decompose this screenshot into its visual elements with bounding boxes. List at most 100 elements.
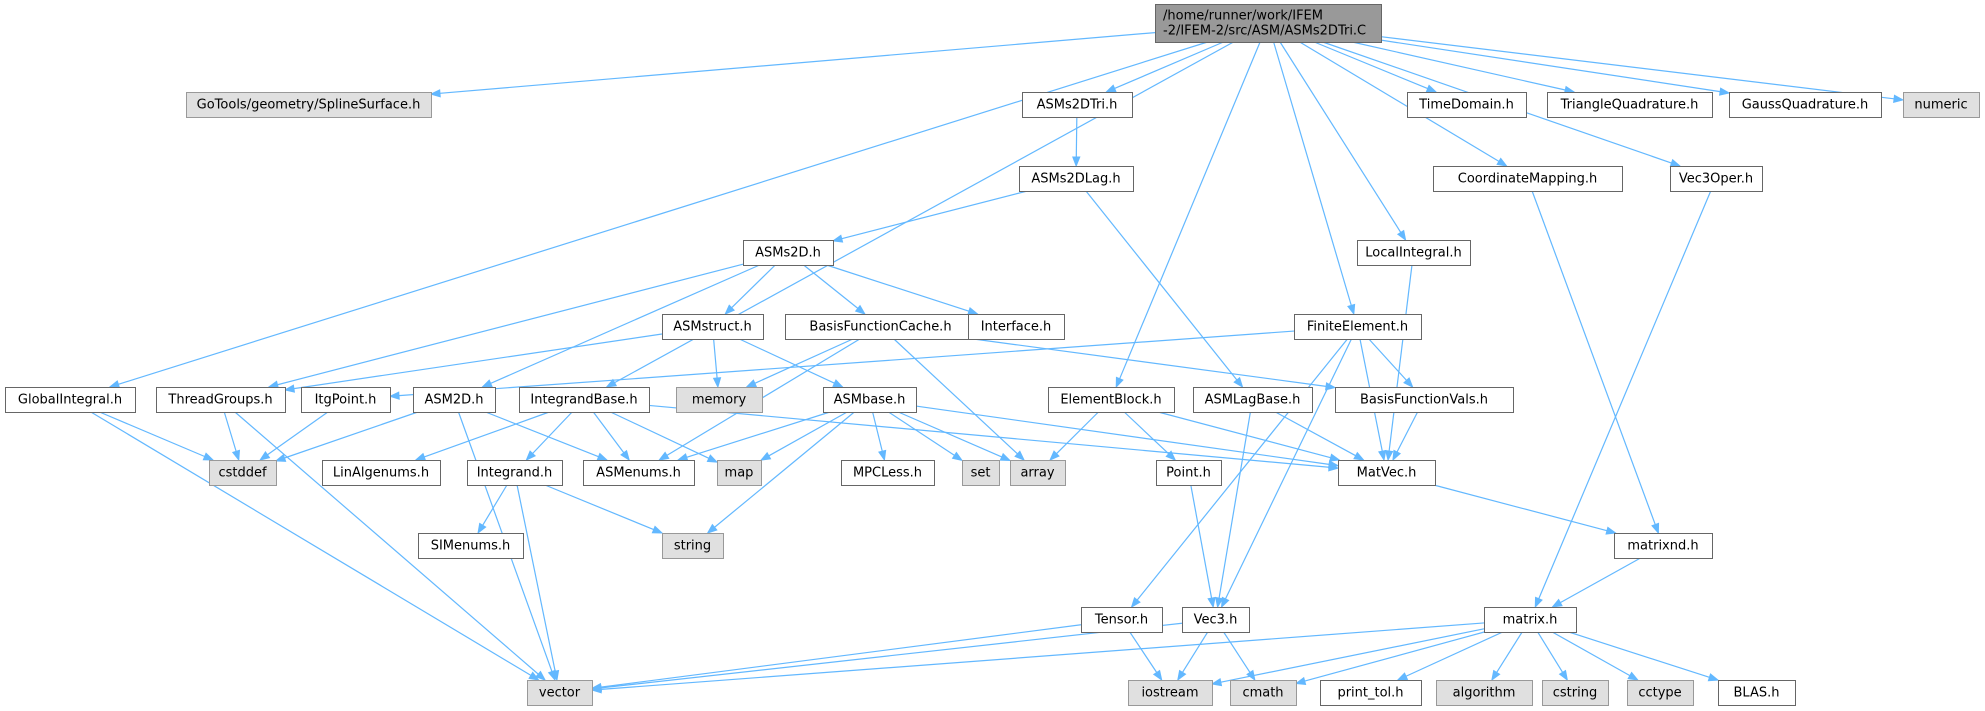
node-box — [1081, 607, 1163, 633]
node-label: print_tol.h — [1337, 686, 1403, 701]
edge-line — [277, 263, 744, 386]
edges-layer — [90, 32, 1905, 694]
node-trianglequad[interactable]: TriangleQuadrature.h — [1547, 92, 1713, 118]
node-vec3oper[interactable]: Vec3Oper.h — [1670, 166, 1763, 192]
node-simenums[interactable]: SIMenums.h — [418, 533, 524, 559]
node-matrix[interactable]: matrix.h — [1484, 607, 1577, 633]
node-asmstruct[interactable]: ASMstruct.h — [662, 314, 764, 340]
node-basisfunccache[interactable]: BasisFunctionCache.h — [785, 314, 977, 340]
node-cstring: cstring — [1542, 680, 1609, 706]
edge-line — [516, 484, 556, 672]
node-point[interactable]: Point.h — [1156, 460, 1222, 486]
node-coordmapping[interactable]: CoordinateMapping.h — [1433, 166, 1623, 192]
edge-arrowhead — [283, 384, 296, 393]
edge-arrowhead — [1207, 596, 1216, 609]
node-label: ItgPoint.h — [315, 393, 377, 408]
node-label: ASMs2DLag.h — [1031, 172, 1120, 187]
edge-asmbase-to-mpcless — [871, 411, 887, 462]
node-label: CoordinateMapping.h — [1458, 172, 1597, 187]
edge-vec3oper-to-matrix — [1534, 190, 1712, 609]
node-label: matrixnd.h — [1627, 539, 1698, 554]
edge-arrowhead — [550, 669, 560, 682]
node-timedomain[interactable]: TimeDomain.h — [1407, 92, 1527, 118]
edge-arrowhead — [967, 307, 979, 316]
node-localintegral[interactable]: LocalIntegral.h — [1357, 240, 1471, 266]
edge-line — [973, 338, 1327, 387]
edge-arrowhead — [878, 449, 887, 462]
edge-arrowhead — [274, 453, 287, 462]
nodes-layer: /home/runner/work/IFEM-2/IFEM-2/src/ASM/… — [5, 4, 1980, 706]
node-box — [1048, 387, 1175, 413]
node-mpcless[interactable]: MPCLess.h — [841, 460, 935, 486]
node-label: vector — [539, 686, 581, 701]
node-integrandbase[interactable]: IntegrandBase.h — [519, 387, 650, 413]
edge-arrowhead — [1329, 453, 1341, 462]
edge-arrowhead — [706, 454, 719, 463]
edge-vec3-to-cmath — [1223, 631, 1256, 682]
edge-line — [600, 622, 1485, 690]
node-label: cmath — [1242, 686, 1283, 701]
edge-line — [1218, 411, 1251, 599]
node-elementblock[interactable]: ElementBlock.h — [1048, 387, 1175, 413]
node-finiteelement[interactable]: FiniteElement.h — [1294, 314, 1422, 340]
edge-arrowhead — [477, 522, 487, 535]
edge-asms2d-to-interface — [826, 264, 979, 316]
node-asms2dlag[interactable]: ASMs2DLag.h — [1019, 166, 1134, 192]
edge-matrix-to-algorithm — [1491, 631, 1523, 682]
node-asmbase[interactable]: ASMbase.h — [823, 387, 917, 413]
node-linalgenums[interactable]: LinAlgenums.h — [322, 460, 441, 486]
node-cmath: cmath — [1230, 680, 1297, 706]
node-label: ASMenums.h — [596, 466, 681, 481]
node-itgpoint[interactable]: ItgPoint.h — [301, 387, 391, 413]
node-label: GoTools/geometry/SplineSurface.h — [197, 98, 421, 113]
node-printtol[interactable]: print_tol.h — [1320, 680, 1422, 706]
edge-elementblock-to-point — [1123, 411, 1177, 461]
edge-line — [1158, 411, 1331, 459]
node-basisfuncvals[interactable]: BasisFunctionVals.h — [1335, 387, 1514, 413]
node-integrand[interactable]: Integrand.h — [467, 460, 563, 486]
edge-line — [439, 32, 1156, 94]
node-box — [1542, 680, 1609, 706]
edge-arrowhead — [712, 377, 722, 389]
node-asms2d[interactable]: ASMs2D.h — [743, 240, 834, 266]
node-asms2dtri[interactable]: ASMs2DTri.h — [1022, 92, 1133, 118]
node-label: set — [971, 466, 991, 481]
node-label: ThreadGroups.h — [167, 393, 272, 408]
node-blas[interactable]: BLAS.h — [1718, 680, 1796, 706]
edge-arrowhead — [1384, 450, 1394, 462]
node-asmenums[interactable]: ASMenums.h — [583, 460, 695, 486]
node-globalintegral[interactable]: GlobalIntegral.h — [5, 387, 136, 413]
node-interface[interactable]: Interface.h — [968, 314, 1065, 340]
edge-vec3-to-vector — [590, 622, 1183, 693]
node-box — [662, 314, 764, 340]
node-threadgroups[interactable]: ThreadGroups.h — [156, 387, 286, 413]
node-asm2d[interactable]: ASM2D.h — [413, 387, 496, 413]
edge-arrowhead — [1049, 450, 1060, 461]
node-box — [1010, 460, 1066, 486]
edge-asmbase-to-map — [759, 411, 848, 461]
node-gaussquad[interactable]: GaussQuadrature.h — [1729, 92, 1882, 118]
node-label: ASMs2D.h — [755, 246, 821, 261]
node-asmlagbase[interactable]: ASMLagBase.h — [1193, 387, 1313, 413]
edge-line — [898, 411, 1002, 458]
edge-line — [1531, 190, 1656, 525]
edge-asmlagbase-to-vec3 — [1215, 411, 1251, 609]
node-label: -2/IFEM-2/src/ASM/ASMs2DTri.C — [1163, 24, 1366, 39]
edge-asmbase-to-array — [898, 411, 1012, 462]
node-tensor[interactable]: Tensor.h — [1081, 607, 1163, 633]
edge-basisfunccache-to-basisfuncvals — [973, 338, 1337, 391]
edge-arrowhead — [832, 379, 844, 388]
edge-arrowhead — [590, 685, 602, 694]
edge-line — [871, 411, 883, 452]
node-root[interactable]: /home/runner/work/IFEM-2/IFEM-2/src/ASM/… — [1155, 4, 1382, 43]
node-label: cstring — [1553, 686, 1597, 701]
edge-line — [485, 411, 599, 458]
edge-line — [544, 484, 654, 531]
edge-line — [1537, 631, 1564, 673]
edge-arrowhead — [1893, 94, 1905, 103]
node-box — [841, 460, 935, 486]
node-vec3[interactable]: Vec3.h — [1182, 607, 1250, 633]
edge-arrowhead — [1558, 669, 1569, 682]
node-matrixnd[interactable]: matrixnd.h — [1614, 533, 1713, 559]
node-matvec[interactable]: MatVec.h — [1338, 460, 1436, 486]
